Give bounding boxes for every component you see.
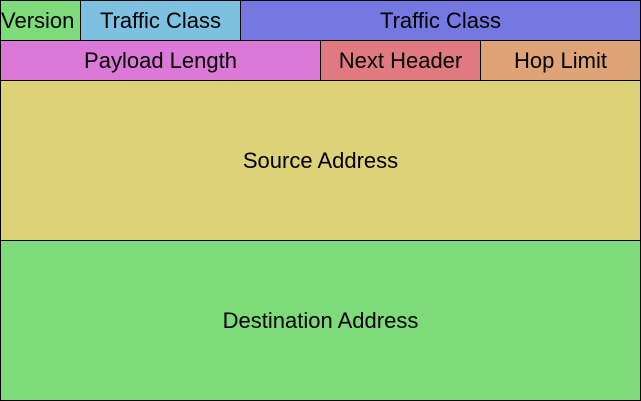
version-label: Version	[1, 7, 75, 33]
next-header-field: Next Header	[320, 40, 481, 81]
next-header-label: Next Header	[338, 47, 463, 73]
hop-limit-label: Hop Limit	[514, 47, 607, 73]
version-field: Version	[0, 0, 81, 41]
payload-length-field: Payload Length	[0, 40, 321, 81]
traffic-class-label-right: Traffic Class	[379, 7, 502, 33]
source-address-field: Source Address	[0, 80, 641, 241]
destination-address-label: Destination Address	[222, 307, 419, 333]
traffic-class-field-right: Traffic Class	[240, 0, 641, 41]
destination-address-field: Destination Address	[0, 240, 641, 401]
traffic-class-label-left: Traffic Class	[99, 7, 222, 33]
traffic-class-field-left: Traffic Class	[80, 0, 241, 41]
source-address-label: Source Address	[242, 147, 399, 173]
hop-limit-field: Hop Limit	[480, 40, 641, 81]
payload-length-label: Payload Length	[84, 47, 237, 73]
